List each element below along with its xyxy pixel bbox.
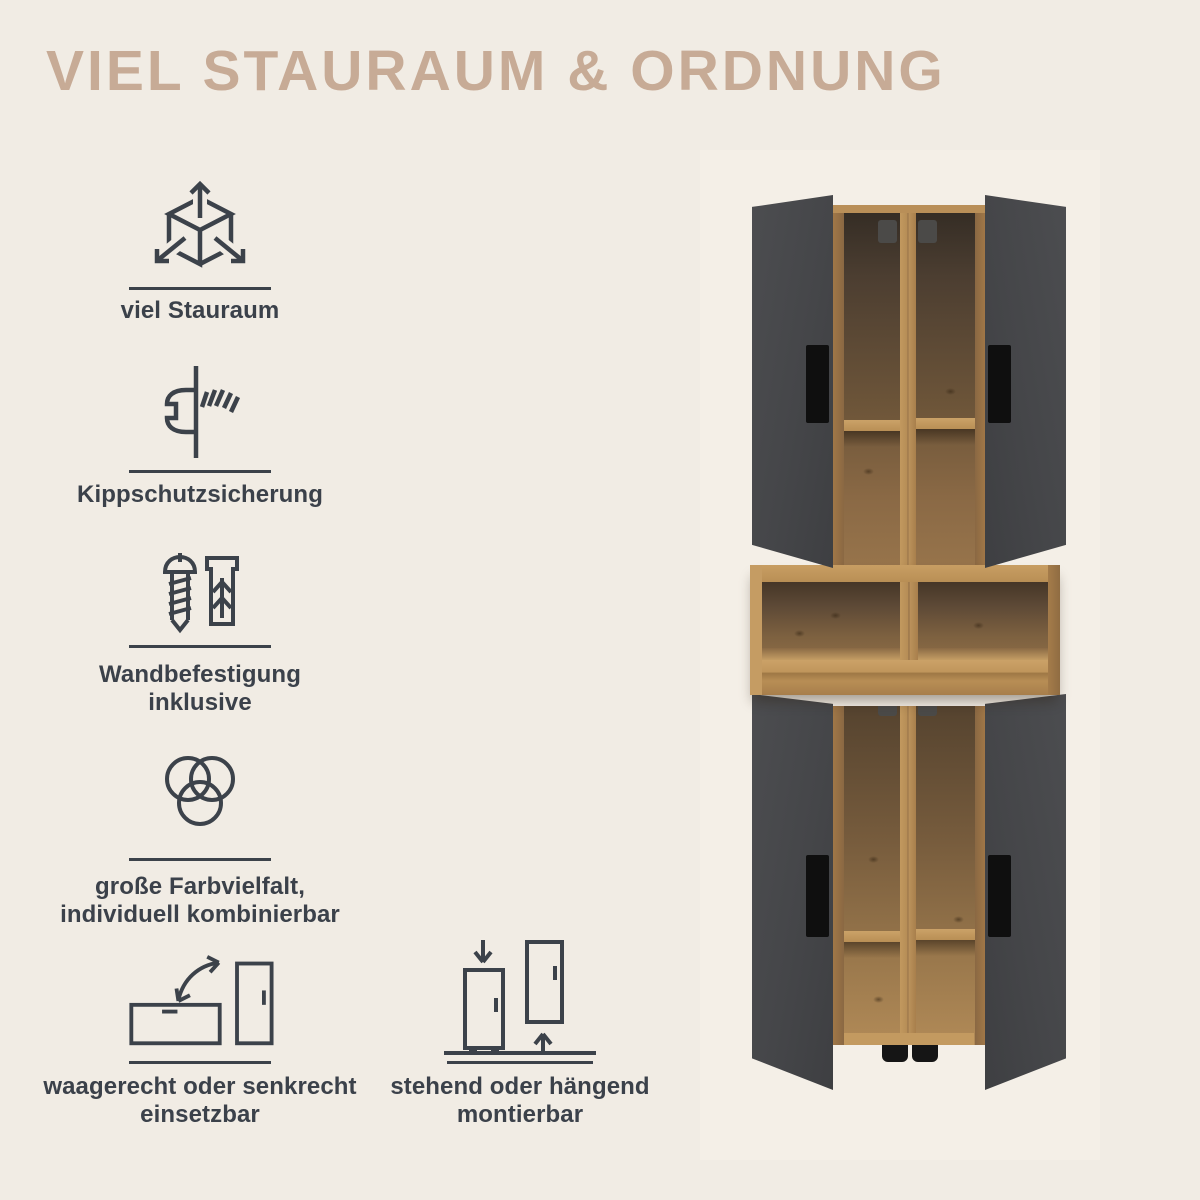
door-handle (988, 855, 1011, 937)
door-handle (988, 345, 1011, 423)
feature-waagerecht-senkrecht: waagerecht oder senkrecht einsetzbar (20, 952, 380, 1129)
center-divider (900, 706, 916, 1045)
shelf (844, 420, 900, 431)
feature-label-line: einsetzbar (140, 1101, 260, 1128)
horizontal-vertical-cabinet-icon (128, 955, 274, 1046)
open-shelf-right (918, 582, 1048, 660)
interior-right-wall (975, 213, 985, 568)
wood-knot (830, 612, 841, 619)
feature-label-line: stehend oder hängend (390, 1073, 650, 1100)
feature-wandbefestigung: Wandbefestigung inklusive (20, 548, 380, 717)
center-divider (900, 213, 916, 568)
color-variety-circles-icon (165, 756, 235, 826)
shelf-shadow (844, 942, 900, 958)
cabinet-foot (882, 1045, 908, 1062)
compartment-bottom-edge (750, 660, 1060, 695)
wood-knot (973, 622, 984, 629)
compartment-right-side (1048, 565, 1060, 695)
feature-label-line: waagerecht oder senkrecht (43, 1073, 357, 1100)
feature-farbvielfalt: große Farbvielfalt, individuell kombinie… (20, 745, 380, 929)
door-handle (806, 855, 829, 937)
cable-cutout (918, 706, 937, 716)
feature-separator (129, 645, 271, 648)
upper-interior (833, 213, 985, 568)
compartment-left-side (750, 565, 762, 695)
shelf (916, 418, 975, 429)
cabinet-bottom-board (844, 1033, 974, 1045)
feature-stehend-haengend: stehend oder hängend montierbar (360, 938, 680, 1129)
shelf (916, 929, 975, 940)
interior-left-wall (833, 706, 844, 1045)
feature-label: waagerecht oder senkrecht einsetzbar (20, 1073, 380, 1129)
feature-separator (129, 287, 271, 290)
feature-separator (447, 1061, 593, 1064)
feature-label: Wandbefestigung inklusive (20, 661, 380, 717)
wood-knot (863, 468, 874, 475)
feature-label: große Farbvielfalt, individuell kombinie… (20, 873, 380, 929)
shelf (844, 931, 900, 942)
feature-label-line: Kippschutzsicherung (77, 481, 323, 508)
feature-separator (129, 1061, 271, 1064)
cable-cutout (918, 220, 937, 243)
middle-open-compartment (750, 565, 1060, 695)
wood-knot (945, 388, 956, 395)
screw-and-dowel-icon (162, 553, 239, 634)
feature-separator (129, 470, 271, 473)
feature-label-line: montierbar (456, 1101, 584, 1128)
lower-interior (833, 706, 985, 1045)
shelf-floor (918, 648, 1048, 660)
feature-viel-stauraum: viel Stauraum (20, 178, 380, 325)
cable-cutout (878, 220, 897, 243)
feature-label: Kippschutzsicherung (20, 481, 380, 509)
cabinet-foot (912, 1045, 938, 1062)
anti-tip-screw-icon (164, 366, 241, 458)
wood-knot (873, 996, 884, 1003)
interior-left-wall (833, 213, 844, 568)
interior-right-wall (975, 706, 985, 1045)
compartment-top-edge (750, 565, 1060, 582)
wood-knot (794, 630, 805, 637)
feature-separator (129, 858, 271, 861)
standing-hanging-cabinet-icon (444, 940, 596, 1055)
cabinet-top-edge (833, 205, 985, 214)
feature-label: viel Stauraum (20, 297, 380, 325)
shelf-shadow (916, 429, 975, 445)
feature-label-line: inklusive (148, 689, 252, 716)
door-handle (806, 345, 829, 423)
shelf-floor (762, 648, 900, 660)
page-title: VIEL STAURAUM & ORDNUNG (46, 39, 946, 103)
wood-knot (953, 916, 964, 923)
cabinet-product-image (700, 150, 1100, 1160)
wood-knot (868, 856, 879, 863)
cable-cutout (878, 706, 897, 716)
feature-label: stehend oder hängend montierbar (360, 1073, 680, 1129)
compartment-divider (900, 582, 918, 660)
feature-kippschutzsicherung: Kippschutzsicherung (20, 362, 380, 509)
feature-label-line: Wandbefestigung (99, 661, 301, 688)
feature-label-line: individuell kombinierbar (60, 901, 340, 928)
shelf-shadow (916, 940, 975, 956)
cube-dimensions-icon (154, 180, 246, 268)
feature-label-line: viel Stauraum (120, 297, 280, 324)
feature-label-line: große Farbvielfalt, (95, 873, 305, 900)
open-shelf-left (762, 582, 900, 660)
shelf-shadow (844, 431, 900, 447)
